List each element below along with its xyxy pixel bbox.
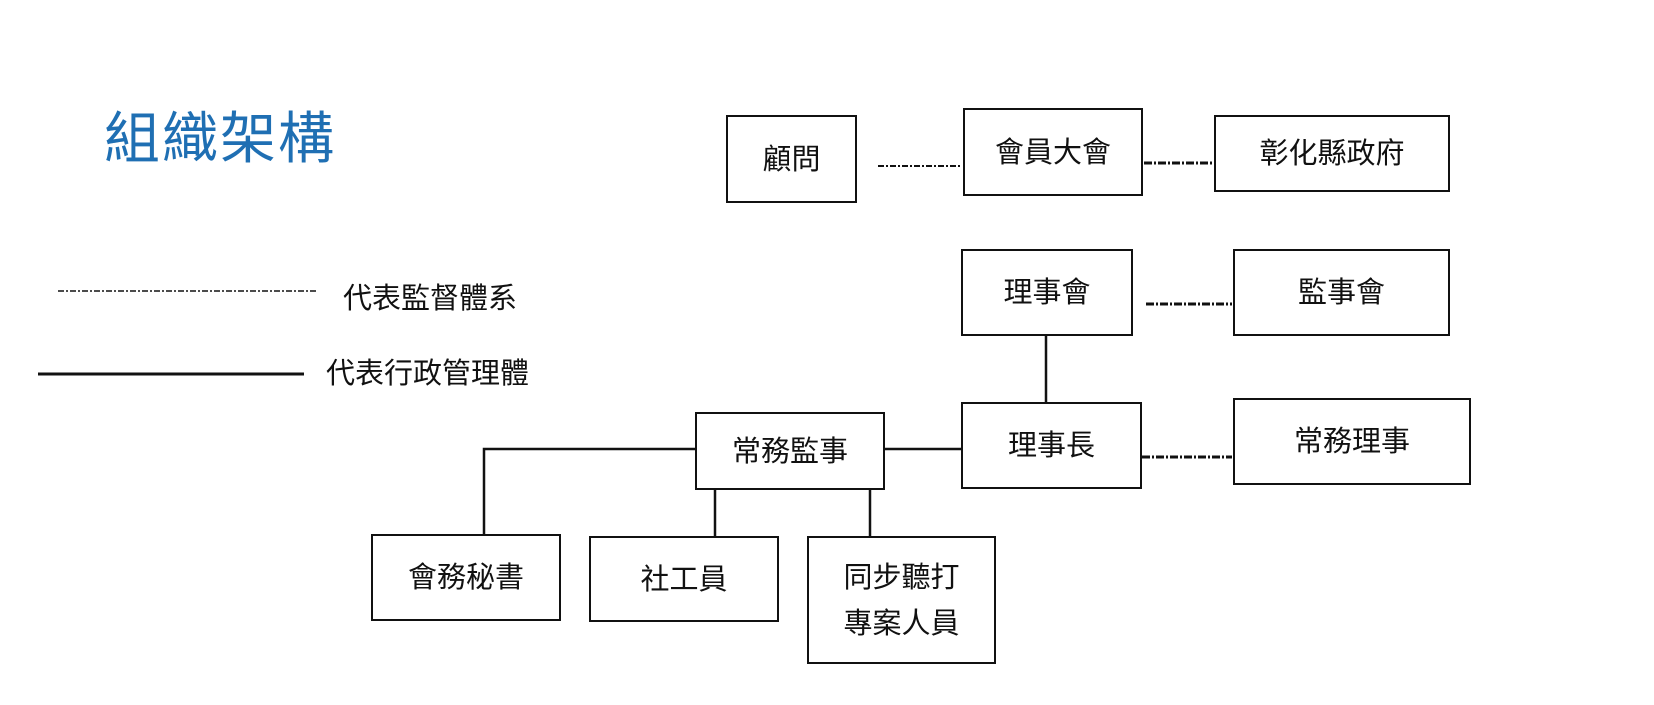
node-interpreter-label-line1: 同步聽打 [843, 559, 960, 594]
node-county-government: 彰化縣政府 [1214, 115, 1450, 192]
node-board-of-supervisors: 監事會 [1233, 249, 1450, 336]
node-board-of-supervisors-label: 監事會 [1297, 275, 1385, 310]
node-board-of-directors-label: 理事會 [1003, 275, 1091, 310]
node-general-assembly-label: 會員大會 [994, 134, 1111, 169]
node-advisor: 顧問 [726, 115, 857, 203]
node-chairperson: 理事長 [961, 402, 1142, 489]
connector-standing-supervisor-secretary [482, 447, 696, 534]
node-social-worker: 社工員 [589, 536, 779, 622]
node-standing-supervisor: 常務監事 [695, 412, 885, 490]
node-social-worker-label: 社工員 [640, 561, 728, 596]
legend-administration-label: 代表行政管理體 [326, 356, 530, 390]
node-general-assembly: 會員大會 [963, 108, 1143, 196]
node-standing-director: 常務理事 [1233, 398, 1471, 485]
node-chairperson-label: 理事長 [1007, 428, 1095, 463]
node-board-of-directors: 理事會 [961, 249, 1133, 336]
node-interpreter-label-line2: 專案人員 [843, 606, 960, 640]
node-secretary: 會務秘書 [371, 534, 561, 621]
page-title: 組織架構 [104, 107, 336, 172]
node-county-government-label: 彰化縣政府 [1259, 136, 1405, 171]
node-standing-supervisor-label: 常務監事 [731, 433, 848, 468]
node-standing-director-label: 常務理事 [1293, 424, 1410, 459]
node-interpreter: 同步聽打 專案人員 [807, 536, 996, 664]
legend-supervision-label: 代表監督體系 [343, 281, 518, 315]
node-advisor-label: 顧問 [762, 141, 821, 176]
node-secretary-label: 會務秘書 [407, 560, 524, 595]
